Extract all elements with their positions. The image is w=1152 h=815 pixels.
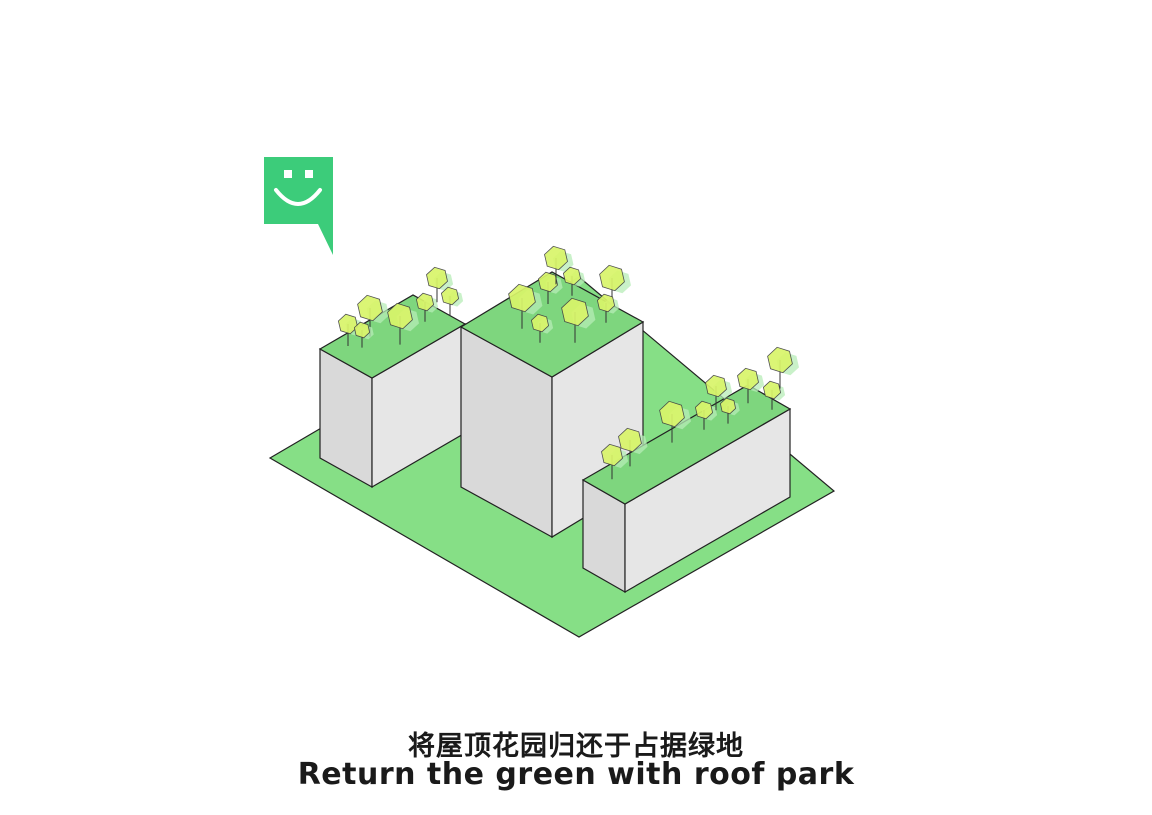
right-roof-trees <box>601 346 799 480</box>
tree-icon <box>353 321 374 348</box>
tree-icon <box>387 302 419 345</box>
tree-icon <box>737 367 765 404</box>
tree-icon <box>440 286 464 316</box>
tree-icon <box>618 427 648 467</box>
tree-icon <box>508 283 543 329</box>
tree-icon <box>530 313 554 343</box>
caption-english: Return the green with roof park <box>297 757 855 792</box>
caption-chinese: 将屋顶花园归还于占据绿地 <box>408 731 744 762</box>
tree-icon <box>596 293 620 323</box>
tree-icon <box>544 245 574 285</box>
tree-icon <box>561 297 596 343</box>
tree-icon <box>426 266 454 303</box>
tree-icon <box>415 292 439 322</box>
left-building <box>318 294 467 489</box>
middle-roof-trees <box>508 245 631 343</box>
left-roof-trees <box>337 266 464 348</box>
tree-icon <box>719 397 740 424</box>
right-building <box>581 384 792 594</box>
tree-icon <box>705 374 733 411</box>
tree-icon <box>694 400 718 430</box>
tree-icon <box>599 264 631 307</box>
smiley-left-eye <box>284 170 292 178</box>
tree-icon <box>357 294 389 337</box>
tree-icon <box>601 443 629 480</box>
tree-icon <box>659 400 691 443</box>
tree-icon <box>767 346 799 389</box>
smiley-right-eye <box>305 170 313 178</box>
tree-icon <box>762 380 786 410</box>
tree-icon <box>537 271 563 304</box>
right-building-roof-garden <box>581 384 792 505</box>
tree-icon <box>562 266 586 296</box>
smiley-mouth <box>274 188 322 206</box>
smiley-speech-bubble-icon <box>264 157 333 255</box>
